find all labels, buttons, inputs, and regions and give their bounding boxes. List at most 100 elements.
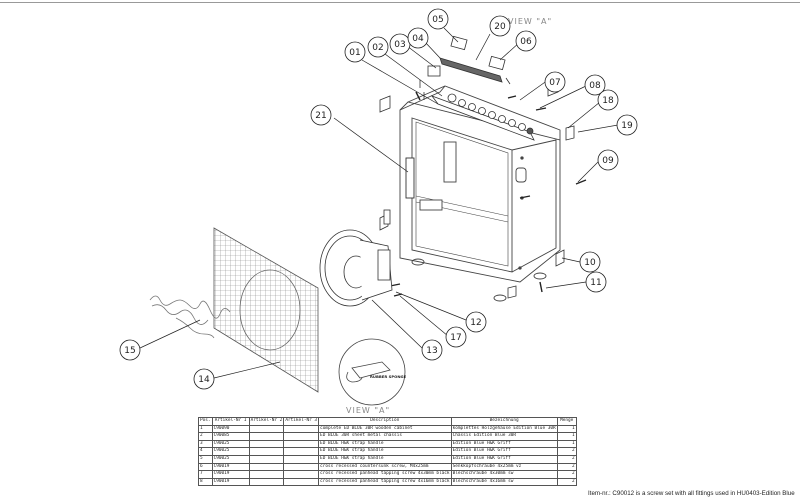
view-a-label-top: VIEW "A" <box>508 17 552 26</box>
cell-pos: 3 <box>198 439 213 449</box>
cell-artikel-nr-3 <box>283 477 320 487</box>
callout-text-17: 17 <box>450 333 461 343</box>
callout-text-04: 04 <box>412 34 424 44</box>
cell-bezeichnung: Edition Blue H&K Griff <box>450 447 558 456</box>
col-pos: Pos. <box>198 417 213 426</box>
cell-artikel-nr-3 <box>283 439 320 449</box>
col-artikel-nr-3: Artikel-Nr 3 <box>283 417 320 426</box>
cell-artikel-nr-2 <box>248 454 285 464</box>
cell-pos: 2 <box>198 432 213 441</box>
cell-artikel-nr-1: C90085 <box>211 432 250 441</box>
callout-text-18: 18 <box>602 96 614 106</box>
col-artikel-nr-2: Artikel-Nr 2 <box>248 417 285 426</box>
cell-artikel-nr-2 <box>248 477 285 487</box>
callout-text-10: 10 <box>584 258 596 268</box>
callout-15 <box>119 339 141 361</box>
front-panel-strip <box>405 157 415 199</box>
callout-01 <box>344 41 366 63</box>
callout-20 <box>489 15 511 37</box>
cell-artikel-nr-2 <box>248 424 285 434</box>
cell-artikel-nr-3 <box>283 462 320 472</box>
strap-handle-assembly <box>419 35 511 100</box>
cell-description: cross recessed panhead tapping screw 4x1… <box>318 477 452 487</box>
callout-text-01: 01 <box>349 48 360 58</box>
parts-list-table: Pos. Artikel-Nr 1 Artikel-Nr 2 Artikel-N… <box>198 417 577 487</box>
col-artikel-nr-1: Artikel-Nr 1 <box>211 417 250 426</box>
cell-artikel-nr-2 <box>248 462 285 472</box>
leader-lines <box>139 27 619 379</box>
callout-05 <box>427 8 449 30</box>
top-rule <box>0 2 800 3</box>
view-a-label-bottom: VIEW "A" <box>346 406 390 415</box>
cell-menge: 2 <box>556 447 577 456</box>
callout-02 <box>367 36 389 58</box>
callout-text-15: 15 <box>124 346 135 356</box>
callout-12 <box>465 311 487 333</box>
grille-cloth <box>213 227 319 393</box>
logo-script <box>149 295 231 339</box>
table-row: 6 C90019 cross recessed countersunk scre… <box>198 462 577 472</box>
cell-menge: 2 <box>556 470 577 479</box>
callout-text-06: 06 <box>520 37 532 47</box>
cell-description: ED BLUE H&K strap handle <box>318 439 452 449</box>
rubber-sponge-label: RUBBER SPONGE <box>370 374 407 379</box>
cell-bezeichnung: Edition Blue H&K Griff <box>450 439 558 449</box>
callout-18 <box>597 89 619 111</box>
callout-08 <box>584 74 606 96</box>
cell-bezeichnung: Edition Blue H&K Griff <box>450 454 558 464</box>
col-description: Description <box>318 417 452 426</box>
cell-description: ED BLUE 30R sheet metal chassis <box>318 432 452 441</box>
cell-pos: 5 <box>198 454 213 464</box>
cell-bezeichnung: Senkkopfschraube 4x25mm vz <box>450 462 558 472</box>
cell-description: cross recessed countersunk screw, M4x25m… <box>318 462 452 472</box>
cell-artikel-nr-3 <box>283 447 320 456</box>
callout-text-14: 14 <box>198 375 210 385</box>
cell-artikel-nr-1: C90019 <box>211 462 250 472</box>
cell-artikel-nr-1: C90025 <box>211 454 250 464</box>
callout-text-08: 08 <box>589 81 601 91</box>
callout-09 <box>597 149 619 171</box>
cell-artikel-nr-2 <box>248 447 285 456</box>
callout-text-19: 19 <box>621 121 633 131</box>
cell-menge: 1 <box>556 439 577 449</box>
callout-10 <box>579 251 601 273</box>
cell-artikel-nr-1: C90090 <box>211 424 250 434</box>
cell-artikel-nr-2 <box>248 439 285 449</box>
cell-menge: 1 <box>556 424 577 434</box>
cell-menge: 2 <box>556 454 577 464</box>
cell-bezeichnung: Blechschraube 4x30mm sw <box>450 470 558 479</box>
cell-description: ED BLUE H&K strap handle <box>318 454 452 464</box>
callout-07 <box>544 71 566 93</box>
cell-description: ED BLUE H&K strap handle <box>318 447 452 456</box>
col-menge: Menge <box>556 417 577 426</box>
cell-pos: 8 <box>198 477 213 487</box>
callout-11 <box>585 271 607 293</box>
callout-text-11: 11 <box>590 278 601 288</box>
callout-17 <box>445 326 467 348</box>
cell-artikel-nr-2 <box>248 470 285 479</box>
cell-artikel-nr-2 <box>248 432 285 441</box>
cell-pos: 7 <box>198 470 213 479</box>
cell-menge: 2 <box>556 462 577 472</box>
table-row: 4 C90025 ED BLUE H&K strap handle Editio… <box>198 447 577 456</box>
screws <box>389 91 587 297</box>
cell-description: complete ED BLUE 30R wooden cabinet <box>318 424 452 434</box>
callout-text-03: 03 <box>394 40 405 50</box>
callout-text-21: 21 <box>315 111 326 121</box>
cabinet <box>399 85 561 302</box>
cell-pos: 1 <box>198 424 213 434</box>
speaker <box>319 209 393 307</box>
callouts <box>119 8 638 390</box>
cell-bezeichnung: komplettes Holzgehäuse Edition Blue 30R <box>450 424 558 434</box>
cell-pos: 6 <box>198 462 213 472</box>
table-row: 1 C90090 complete ED BLUE 30R wooden cab… <box>198 424 577 434</box>
cell-menge: 2 <box>556 477 577 487</box>
callout-text-09: 09 <box>602 156 614 166</box>
table-row: 3 C90025 ED BLUE H&K strap handle Editio… <box>198 439 577 449</box>
cell-menge: 1 <box>556 432 577 441</box>
callout-text-05: 05 <box>432 15 443 25</box>
callout-text-07: 07 <box>549 78 560 88</box>
callout-13 <box>421 339 443 361</box>
cell-artikel-nr-1: C90025 <box>211 447 250 456</box>
